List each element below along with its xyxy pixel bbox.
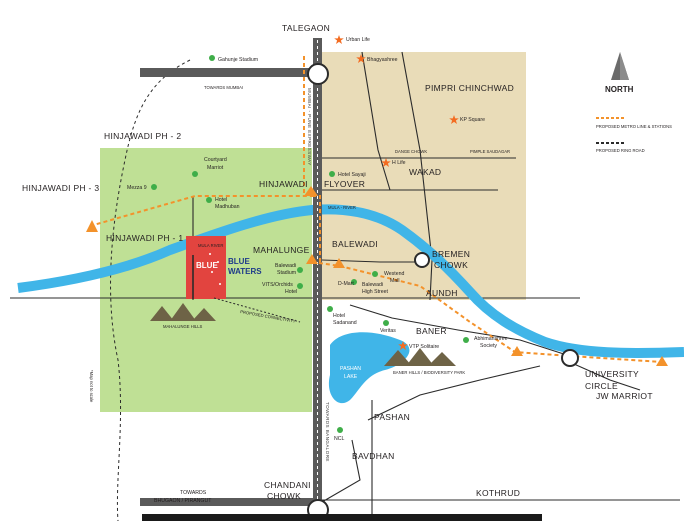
label-urban-life: Urban Life [346, 37, 370, 43]
label-towards-mumbai: TOWARDS MUMBAI [204, 85, 243, 90]
label-university-1: UNIVERSITY [585, 369, 639, 379]
label-pimpri: PIMPRI CHINCHWAD [425, 83, 514, 93]
label-balewadi: BALEWADI [332, 239, 378, 249]
label-talegaon: TALEGAON [282, 23, 330, 33]
label-hotel-sadanand-1: Hotel [333, 313, 345, 319]
label-bremen: BREMEN [432, 249, 470, 259]
north-label: NORTH [605, 85, 634, 94]
label-vits-1: VITS/Orchids [262, 282, 293, 288]
label-mahalunge-hills: MAHALUNGE HILLS [163, 324, 203, 329]
road-network [10, 51, 680, 520]
hills [150, 303, 456, 366]
north-arrow-icon [611, 52, 629, 80]
label-dmart: D-Mart [338, 281, 354, 287]
label-balewadi-stadium-2: Stadium [277, 270, 296, 276]
label-hinjawadi: HINJAWADI [259, 179, 308, 189]
label-hotel-sayaji: Hotel Sayaji [338, 172, 366, 178]
label-hotel-madhuban-1: Hotel [215, 197, 227, 203]
label-towards-bhugaon-1: TOWARDS [180, 490, 207, 496]
legend-metro: PROPOSED METRO LINE & STATIONS [596, 124, 672, 129]
label-abhimanshree-1: Abhimanshree [474, 336, 508, 342]
legend-ring-road: PROPOSED RING ROAD [596, 148, 645, 153]
label-kothrud: KOTHRUD [476, 488, 520, 498]
label-highway-upper: MUMBAI - PUNE EXPRESSWAY [307, 88, 312, 166]
label-dange-chowk: DANGE CHOWK [395, 149, 427, 154]
label-abhimanshree-2: Society [480, 343, 497, 349]
label-pashan-lake-2: LAKE [344, 374, 358, 380]
label-chandani-1: CHANDANI [264, 480, 311, 490]
label-baner: BANER [416, 326, 447, 336]
label-blue-waters-a: BLUE [228, 257, 250, 266]
label-balewadi-high-1: Balewadi [362, 282, 383, 288]
label-pashan-lake-1: PASHAN [340, 366, 361, 372]
pashan-lake [328, 332, 410, 404]
mula-river [17, 204, 684, 358]
label-gahunje: Gahunje Stadium [218, 57, 258, 63]
label-courtyard-2: Marriot [207, 165, 224, 171]
label-ncl: NCL [334, 436, 344, 442]
label-hlife: H Life [392, 160, 406, 166]
highways [140, 38, 322, 521]
label-mezza: Mezza 9 [127, 185, 147, 191]
label-mahalunge: MAHALUNGE [253, 245, 310, 255]
label-vits-2: Hotel [285, 289, 297, 295]
label-pimple-saudagar: PIMPLE SAUDAGAR [470, 149, 510, 154]
bottom-banner [142, 514, 542, 521]
label-hotel-sadanand-2: Sadanand [333, 320, 357, 326]
label-hinjawadi-ph3: HINJAWADI PH - 3 [22, 183, 99, 193]
label-chowk: CHOWK [434, 260, 468, 270]
label-veritas: Veritas [380, 328, 396, 334]
label-balewadi-stadium-1: Balewadi [275, 263, 296, 269]
label-balewadi-high-2: High Street [362, 289, 389, 295]
label-hotel-madhuban-2: Madhuban [215, 204, 240, 210]
label-kp-square: KP Square [460, 117, 485, 123]
label-mula-river-2: MULA - RIVER [328, 205, 356, 210]
label-westend-1: Westend [384, 271, 404, 277]
label-blue-waters-b: WATERS [228, 267, 262, 276]
label-westend-2: Mall [390, 278, 400, 284]
poi-dots [151, 55, 469, 433]
label-flyover: FLYOVER [324, 179, 365, 189]
label-hinjawadi-ph2: HINJAWADI PH - 2 [104, 131, 181, 141]
label-bavdhan: BAVDHAN [352, 451, 395, 461]
label-chandani-2: CHOWK [267, 491, 301, 501]
label-university-2: CIRCLE [585, 381, 618, 391]
label-pashan: PASHAN [374, 412, 410, 422]
star-landmarks [334, 35, 459, 350]
proposed-connectivity-line [213, 297, 301, 323]
map-legend [596, 117, 626, 144]
label-towards-bhugaon-2: BHUGAON / PIRANGUT [154, 498, 212, 504]
label-wakad: WAKAD [409, 167, 441, 177]
blue-waters-site [186, 236, 226, 299]
label-highway-lower: TOWARDS BANGALORE [325, 402, 330, 462]
label-blue-waters-1: BLUE [196, 261, 218, 270]
label-map-note: *Map not to scale [89, 370, 94, 403]
label-bhagyashree: Bhagyashree [367, 57, 398, 63]
label-courtyard-1: Courtyard [204, 157, 227, 163]
label-aundh: AUNDH [426, 288, 458, 298]
label-vtp: VTP Solitaire [409, 344, 439, 350]
label-jw-marriott: JW MARRIOT [596, 391, 653, 401]
label-baner-hills: BANER HILLS / BIODIVERSITY PARK [393, 370, 465, 375]
metro-stations [86, 186, 668, 366]
label-mula-river-1: MULA RIVER [198, 243, 223, 248]
label-hinjawadi-ph1: HINJAWADI PH - 1 [106, 233, 183, 243]
